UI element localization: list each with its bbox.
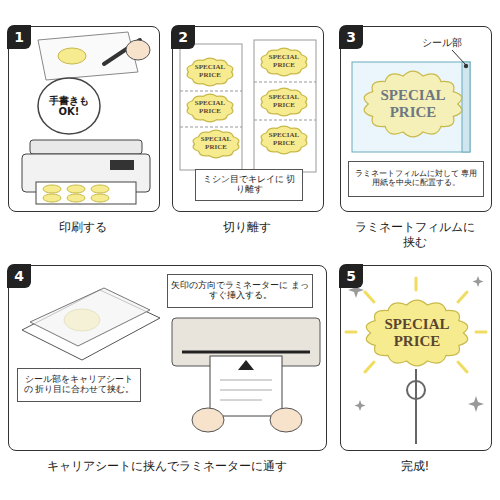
price-sticker: SPECIAL PRICE: [257, 85, 311, 119]
hand: [192, 408, 224, 432]
perforation: [180, 127, 242, 128]
sticker-text: SPECIAL PRICE: [191, 100, 230, 116]
sparkle: [468, 396, 484, 412]
note-box: シール部をキャリアシートの 折り目に合わせて挟む。: [17, 368, 141, 402]
laminator-slot: [182, 351, 310, 354]
step-number: 5: [339, 264, 363, 288]
leader-dot: [464, 64, 468, 68]
step-panel: 3ラミネートフィルムに 挟むSPECIAL PRICEラミネートフィルムに対して…: [340, 26, 492, 212]
step-number: 2: [171, 25, 195, 49]
step-panel: 2切り離すSPECIAL PRICESPECIAL PRICESPECIAL P…: [172, 26, 324, 212]
printed-sticker: [43, 185, 61, 193]
speech-bubble: 手書きも OK!: [37, 77, 101, 135]
step-number: 1: [7, 25, 31, 49]
note-text: ラミネートフィルムに対して 専用用紙を中央に配置する。: [352, 170, 480, 188]
hand: [126, 40, 150, 60]
step-caption: キャリアシートに挟んでラミネーターに通す: [7, 459, 326, 474]
note-text: 手書きも OK!: [46, 95, 92, 117]
price-sticker: SPECIAL PRICE: [183, 55, 237, 89]
sheet-line: [220, 400, 262, 401]
step-panel: 4キャリアシートに挟んでラミネーターに通すシール部をキャリアシートの 折り目に合…: [8, 265, 327, 451]
step-caption: 完成!: [339, 459, 491, 474]
sticker-sheet: [180, 44, 242, 170]
price-sticker: SPECIAL PRICE: [257, 45, 311, 79]
step-caption: 切り離す: [171, 220, 323, 235]
paper-sheet: [38, 32, 138, 80]
price-sticker: SPECIAL PRICE: [361, 296, 473, 370]
note-box: ミシン目でキレイに 切り離す: [195, 169, 303, 201]
perforation: [254, 82, 316, 83]
hand: [270, 408, 302, 432]
carrier-flap: [30, 288, 150, 346]
step-number: 3: [339, 25, 363, 49]
printer-screen: [110, 160, 134, 170]
printed-sheet: [36, 182, 136, 204]
inserted-sheet: [210, 356, 282, 416]
sticker-text: SPECIAL PRICE: [265, 132, 304, 148]
price-sticker: SPECIAL PRICE: [257, 123, 311, 157]
perforation: [180, 91, 242, 92]
sticker-text: SPECIAL PRICE: [191, 64, 230, 80]
step-number: 4: [7, 264, 31, 288]
price-sticker: SPECIAL PRICE: [183, 91, 237, 125]
sheet-line: [220, 390, 272, 391]
printed-sticker: [67, 194, 85, 202]
step-caption: 印刷する: [7, 220, 159, 235]
step-panel: 1印刷する手書きも OK!: [8, 26, 160, 212]
price-sticker: SPECIAL PRICE: [189, 127, 243, 161]
drawn-sticker: [58, 48, 86, 64]
step-panel: 5完成!SPECIAL PRICE: [340, 265, 492, 451]
note-text: 矢印の方向でラミネーターに まっすぐ挿入する。: [171, 281, 309, 300]
note-box: ラミネートフィルムに対して 専用用紙を中央に配置する。: [348, 161, 484, 197]
direction-arrow: [238, 360, 254, 370]
printed-sticker: [91, 185, 109, 193]
sticker-text: SPECIAL PRICE: [374, 87, 452, 121]
laminate-film: [352, 62, 470, 152]
printer-top: [30, 140, 142, 154]
leader-line: [452, 50, 465, 64]
sticker-sheet: [254, 40, 316, 172]
price-sticker: SPECIAL PRICE: [359, 67, 467, 141]
stand-loop: [407, 381, 425, 399]
printed-sticker: [67, 185, 85, 193]
sticker-text: SPECIAL PRICE: [265, 54, 304, 70]
sticker-text: SPECIAL PRICE: [377, 316, 458, 350]
sheet-line: [220, 380, 272, 381]
seal-part: [462, 62, 470, 152]
step-caption: ラミネートフィルムに 挟む: [350, 220, 480, 250]
note-text: シール部をキャリアシートの 折り目に合わせて挟む。: [21, 375, 137, 394]
note-box: 矢印の方向でラミネーターに まっすぐ挿入する。: [167, 274, 313, 308]
sticker-text: SPECIAL PRICE: [265, 94, 304, 110]
perforation: [254, 120, 316, 121]
note-text: ミシン目でキレイに 切り離す: [199, 175, 299, 194]
shine-rays: [346, 278, 486, 372]
sparkle: [355, 400, 366, 411]
part-label: シール部: [420, 36, 464, 50]
sticker-text: SPECIAL PRICE: [197, 136, 236, 152]
printed-sticker: [43, 194, 61, 202]
sparkle: [473, 276, 484, 287]
printed-sticker: [91, 194, 109, 202]
